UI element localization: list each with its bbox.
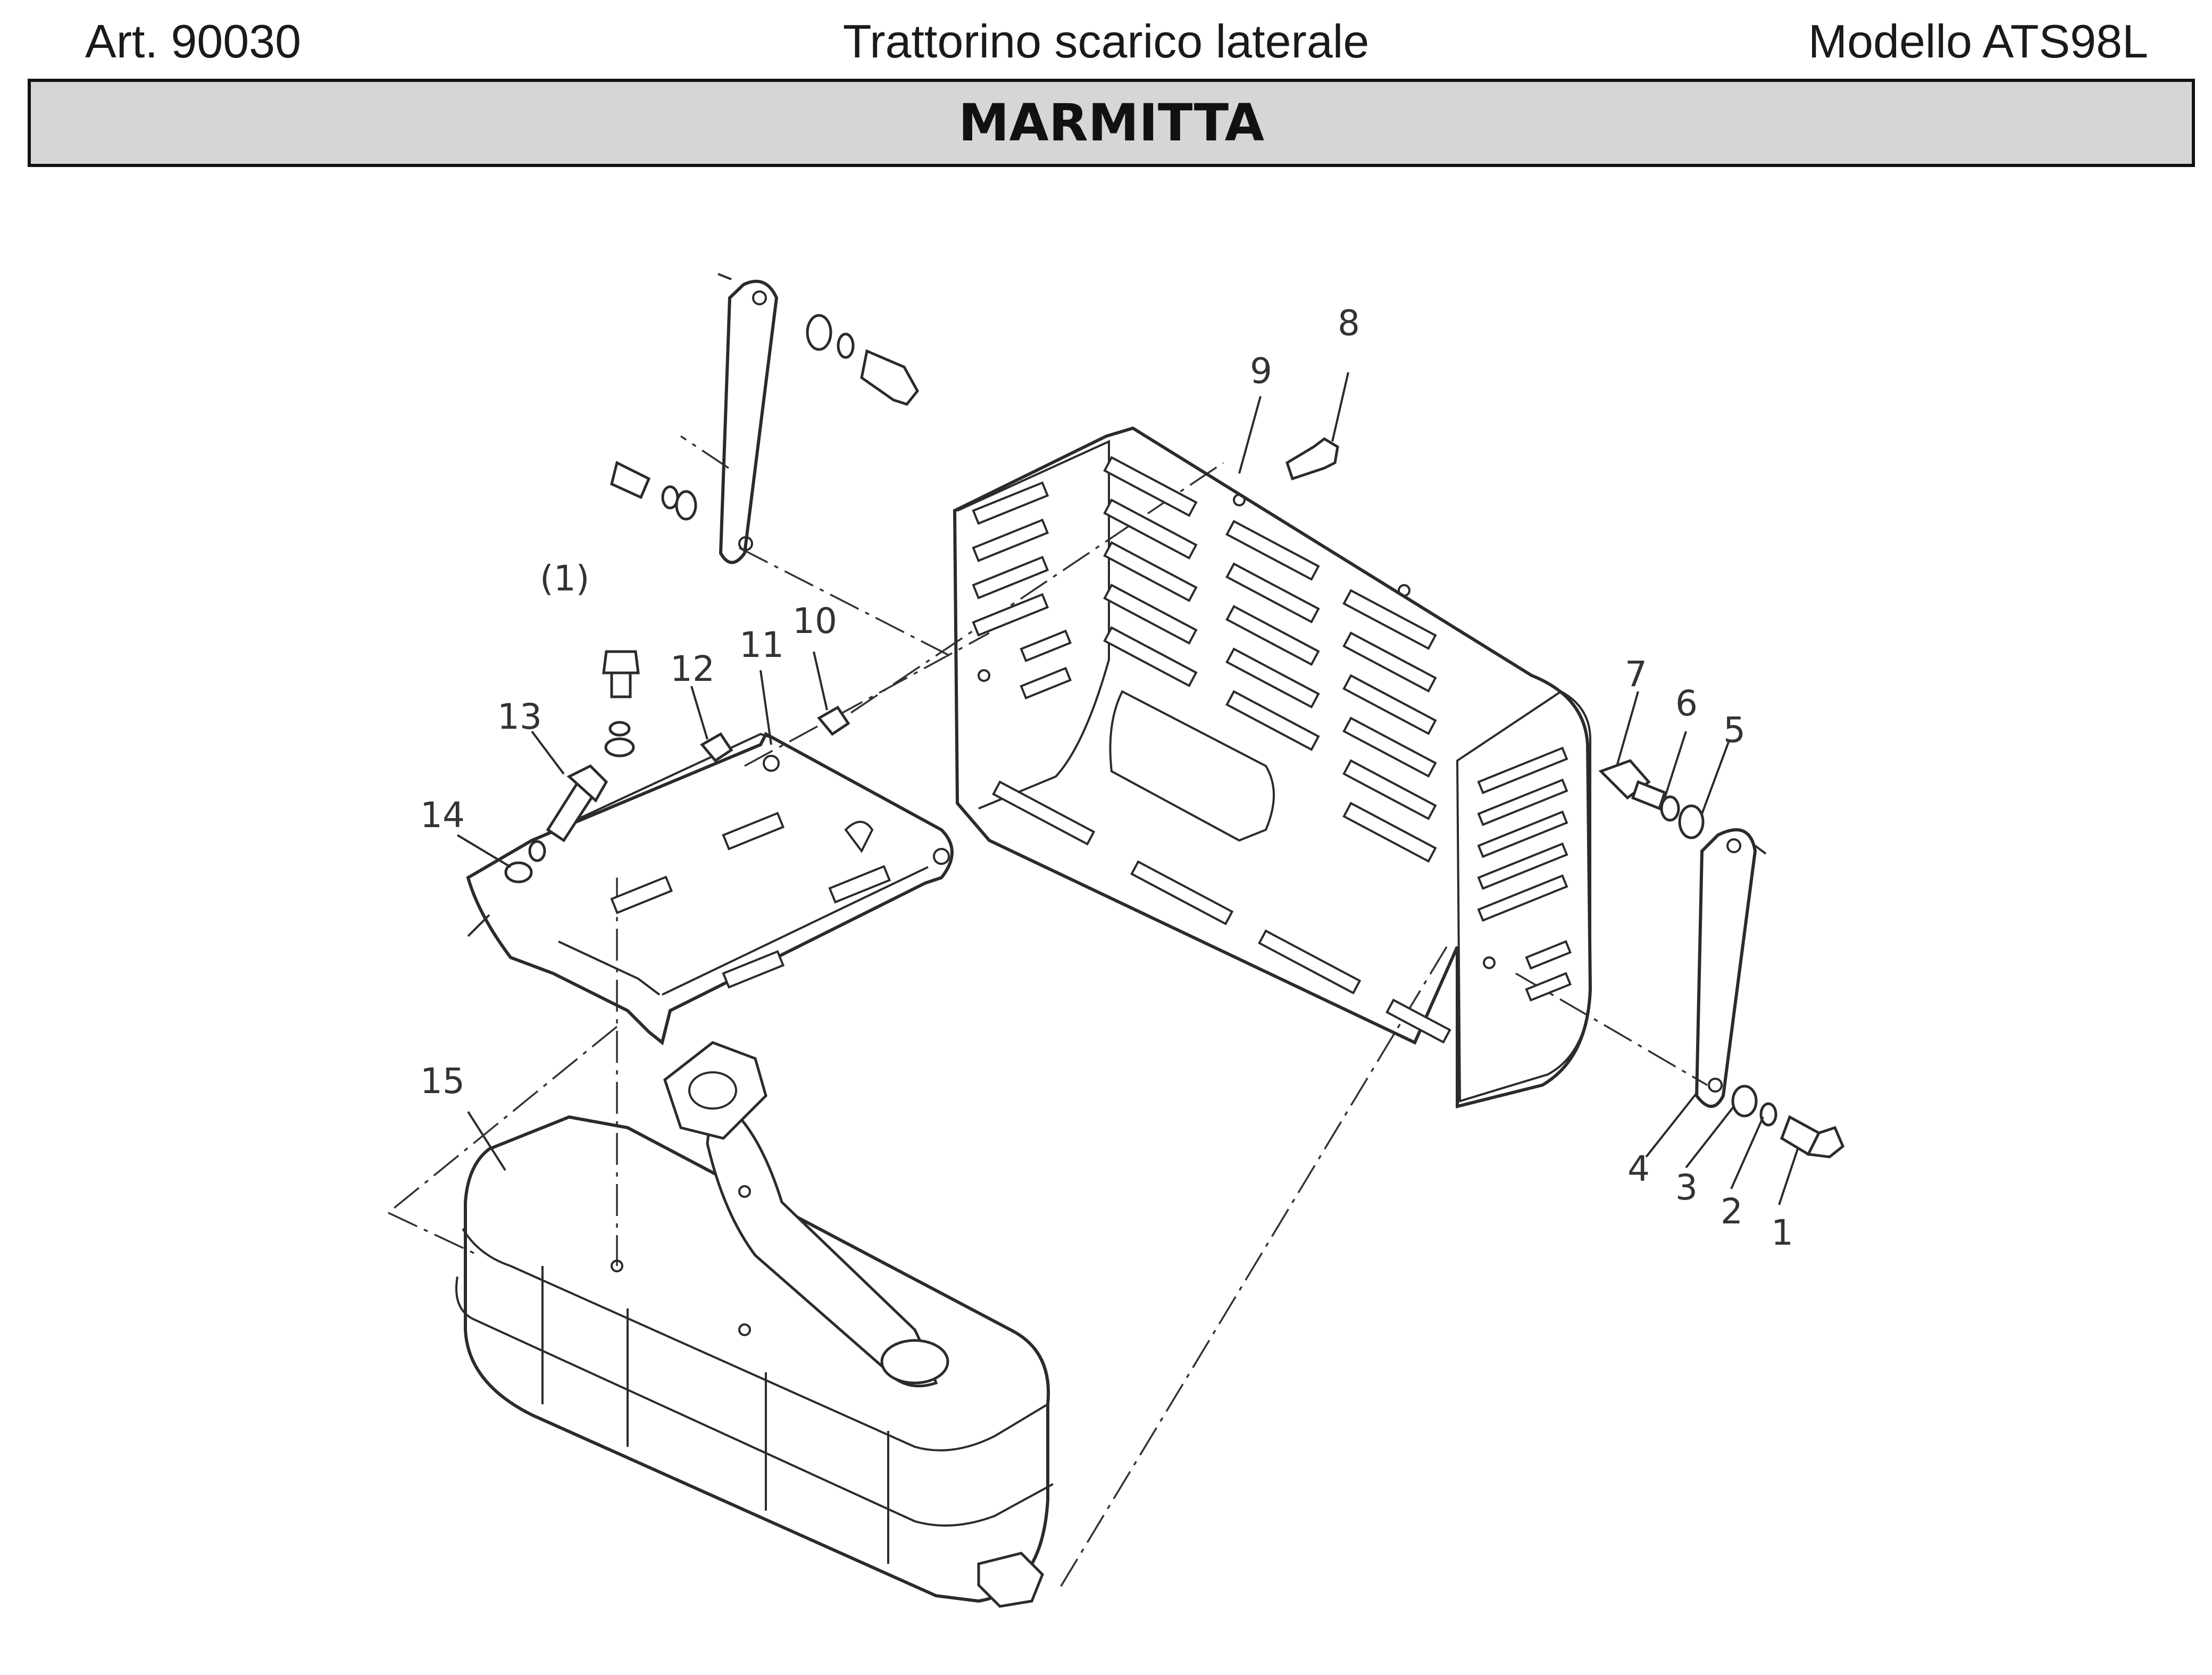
- callout-4: 4: [1627, 1148, 1650, 1189]
- callout-10: 10: [792, 601, 837, 641]
- upper-left-strap: [610, 273, 919, 564]
- bracket-hardware: [504, 650, 850, 884]
- callout-7: 7: [1625, 654, 1647, 695]
- callout-1-parenthesized: (1): [540, 558, 590, 599]
- muffler: [455, 1041, 1054, 1608]
- leader-lines: [456, 372, 1799, 1205]
- callout-14: 14: [420, 795, 465, 836]
- article-number: Art. 90030: [85, 15, 302, 68]
- callout-5: 5: [1723, 710, 1746, 751]
- mounting-bracket: [466, 731, 954, 1046]
- section-title-bar: MARMITTA: [28, 79, 2195, 167]
- right-strap: [1598, 759, 1845, 1159]
- assembly-centerlines: [387, 435, 1708, 1591]
- callout-11: 11: [739, 624, 784, 665]
- side-slots: [972, 481, 1072, 699]
- callout-1: 1: [1771, 1212, 1793, 1253]
- bolt-8: [1285, 437, 1339, 481]
- heat-shield: [953, 426, 1592, 1109]
- callout-13: 13: [497, 696, 542, 737]
- model-number: Modello ATS98L: [1808, 15, 2148, 68]
- callouts: 8 9 (1) 10 11 12 13 14 15 7 6 5 4 3 2 1: [420, 303, 1793, 1253]
- callout-6: 6: [1675, 683, 1698, 724]
- document-description: Trattorino scarico laterale: [842, 15, 1370, 68]
- callout-8: 8: [1338, 303, 1360, 344]
- callout-2: 2: [1721, 1191, 1743, 1232]
- callout-15: 15: [420, 1061, 465, 1102]
- callout-3: 3: [1675, 1167, 1698, 1208]
- callout-9: 9: [1250, 351, 1272, 391]
- section-title: MARMITTA: [958, 93, 1264, 153]
- callout-12: 12: [670, 648, 715, 689]
- top-slots: [1103, 456, 1437, 863]
